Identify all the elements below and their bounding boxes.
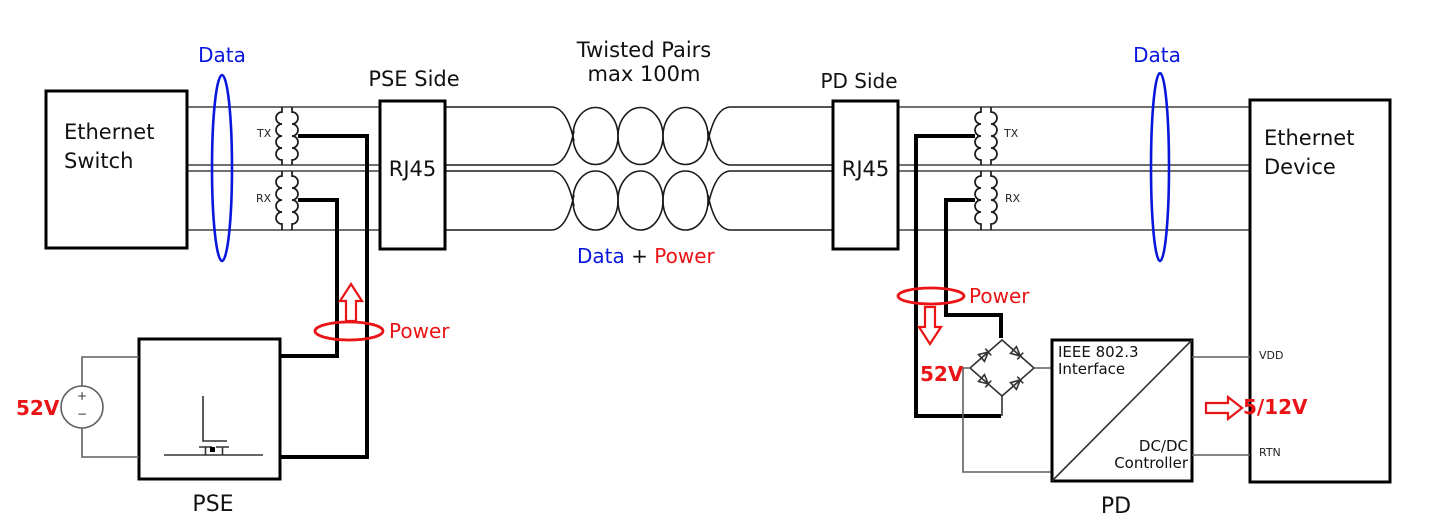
pse-side-label: PSE Side [368,67,460,91]
rtn-pin-label: RTN [1259,446,1281,459]
rj45-left-label: RJ45 [388,157,437,181]
power-wire-pse-rx [281,198,339,358]
power-label-left: Power [389,319,450,343]
ethernet-device-box [1248,98,1392,484]
data-ellipse-left [210,73,234,263]
ethernet-switch-label: Ethernet Switch [64,120,155,173]
output-arrow-right-icon [1204,394,1244,422]
diode-icon [977,373,992,388]
tx-transformer-left [275,107,299,165]
rx-transformer-right [974,171,998,230]
run-wires-right [898,106,1250,231]
data-ellipse-right [1149,71,1171,263]
tx-label-left: TX [257,127,272,140]
diode-icon [977,348,992,363]
rx-label-right: RX [1005,192,1021,205]
twisted-pair-top [551,106,731,166]
source-minus-sign: − [77,407,88,421]
power-arrow-down-icon [916,305,944,347]
diode-bridge [962,338,1052,473]
twisted-pairs-label: Twisted Pairs max 100m [576,38,712,87]
run-wires-mid-left [445,106,552,231]
diode-icon [1009,345,1024,360]
ieee-interface-label: IEEE 802.3 Interface [1058,343,1139,378]
cable-plus-text: + [624,244,655,268]
power-wire-pse-tx [281,134,369,459]
rj45-left-box [378,99,447,251]
pd-label: PD [1100,494,1132,519]
power-ellipse-right [896,286,966,306]
ieee-dcdc-box [1050,338,1250,483]
pse-label: PSE [192,492,234,517]
rj45-right-label: RJ45 [841,157,890,181]
mosfet-symbol [164,396,263,456]
cable-power-text: Power [654,244,715,268]
power-arrow-up-icon [337,281,365,323]
output-voltage-label: 5/12V [1243,395,1308,419]
rj45-right-box [831,99,900,251]
diode-icon [1009,376,1024,391]
power-ellipse-left [313,320,385,342]
rx-label-left: RX [256,192,272,205]
tx-label-right: TX [1004,127,1019,140]
power-wire-pd-rx [944,198,1003,338]
ethernet-device-label: Ethernet Device [1264,126,1355,179]
pd-side-label: PD Side [820,69,898,93]
run-wires-left [187,106,380,231]
data-label-right: Data [1133,43,1181,67]
tx-transformer-right [974,107,998,165]
rx-transformer-left [275,171,299,230]
ethernet-switch-box [44,89,189,250]
vdd-pin-label: VDD [1259,349,1284,362]
power-label-right: Power [969,284,1030,308]
source-plus-sign: + [77,389,88,403]
input-voltage-label: 52V [920,362,964,386]
run-wires-mid-right [730,106,833,231]
cable-data-text: Data [577,244,625,268]
power-wire-pd-tx [914,134,1001,418]
data-plus-power-label: Data + Power [577,245,715,268]
pse-box [137,337,282,481]
voltage-source [60,356,139,458]
dcdc-controller-label: DC/DC Controller [1114,437,1188,472]
source-voltage-label: 52V [16,396,60,420]
twisted-pair-bottom [551,170,731,231]
data-label-left: Data [198,43,246,67]
